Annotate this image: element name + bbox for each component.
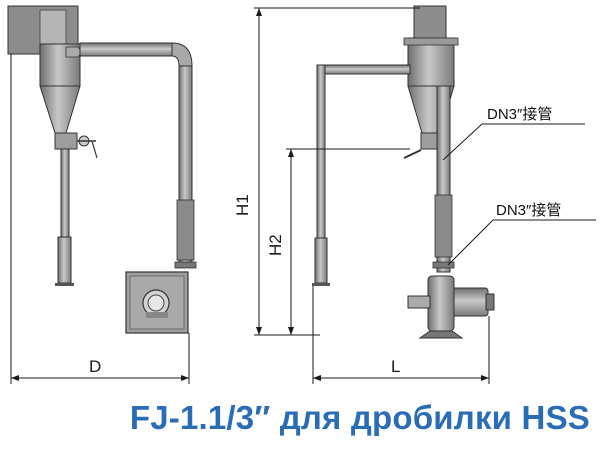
- dimension-d-label: D: [89, 357, 101, 376]
- callout-leader-upper: [442, 123, 483, 161]
- dimension-h1-label: H1: [233, 194, 252, 216]
- side-view: H1 H2 L DN3″接管 DN3″接管: [233, 5, 596, 384]
- fan-housing-side: [427, 275, 455, 332]
- dimension-h2-label: H2: [266, 234, 285, 256]
- callout-upper-label: DN3″接管: [487, 106, 552, 123]
- inlet-pipe: [79, 42, 173, 57]
- support-arm: [317, 64, 411, 75]
- callout-lower-label: DN3″接管: [496, 202, 561, 219]
- product-caption: FJ-1.1/3″ для дробилки HSS: [129, 399, 590, 436]
- cyclone-body-side: [407, 37, 455, 87]
- dimension-l-label: L: [391, 357, 400, 376]
- callout-leader-lower: [447, 219, 494, 266]
- motor: [451, 287, 489, 317]
- support-post: [316, 64, 326, 241]
- cyclone-cone: [39, 85, 81, 134]
- support-leg: [60, 148, 70, 240]
- machine-drawing: D H1: [7, 5, 596, 384]
- front-view: D: [7, 5, 197, 384]
- pipe-bend: [171, 42, 193, 67]
